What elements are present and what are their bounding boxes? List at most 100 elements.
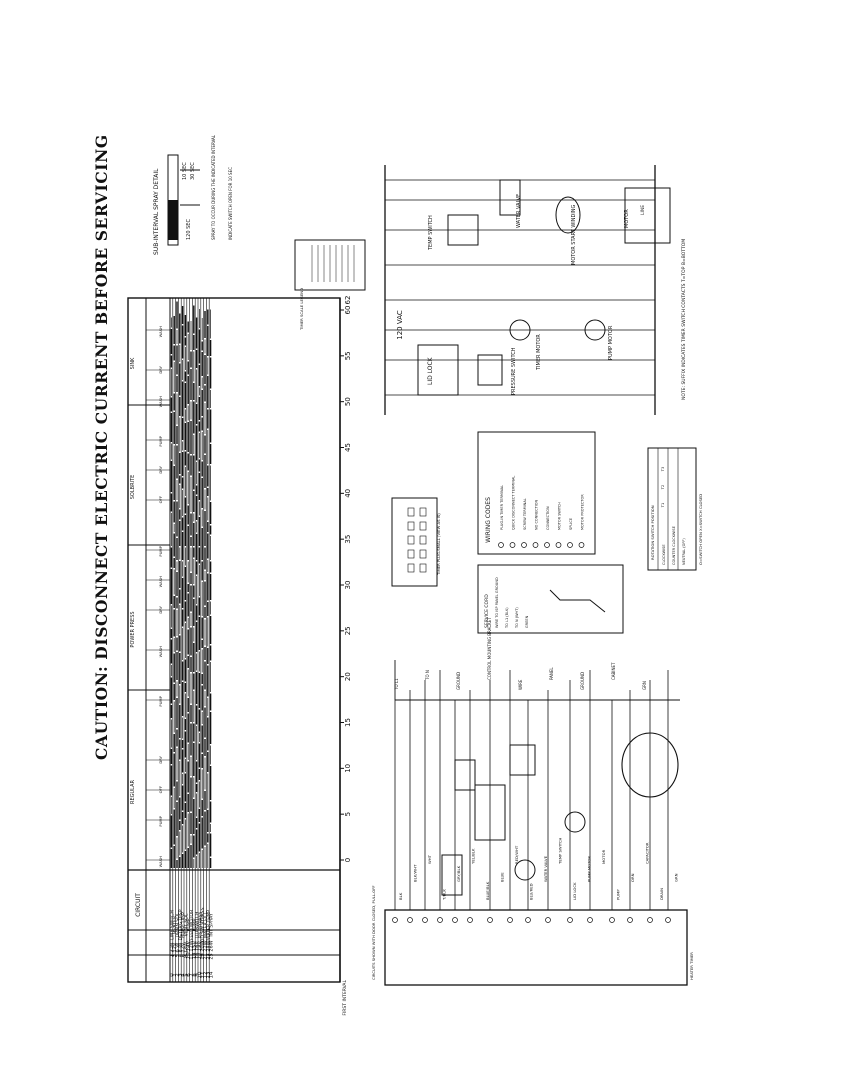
circuit-row-name: FEED MOTOR: [189, 909, 195, 940]
timer-terminal: [665, 917, 671, 923]
timing-bar-closed: [170, 461, 173, 492]
timing-bar-closed: [209, 574, 212, 600]
wire-color-label: WATER VALVE: [543, 855, 548, 882]
wire-color-label: YEL/BLK: [471, 848, 476, 864]
circuit-row-number: 0: [169, 973, 175, 977]
timing-bar-closed: [195, 317, 198, 349]
timing-bar-closed: [201, 528, 203, 560]
timing-bar-closed: [207, 488, 209, 496]
timing-bar-closed: [198, 709, 201, 732]
timing-bar-closed: [170, 765, 173, 796]
timing-bar-closed: [195, 485, 198, 495]
motor-table-col: T1: [661, 503, 665, 508]
spray-time-2: 10 SEC: [182, 162, 188, 180]
timing-bar-closed: [187, 761, 189, 793]
timing-bar-closed: [204, 791, 206, 810]
timing-bar-closed: [170, 547, 173, 568]
temp-switch-component: [441, 854, 463, 896]
timing-bar-closed: [195, 818, 198, 828]
timing-bar-closed: [207, 602, 209, 616]
wiring-top-label: WIRE: [518, 679, 523, 690]
timer-terminal: [627, 917, 633, 923]
wiring-code-item: NO CONNECTION: [535, 499, 539, 530]
timing-bar-closed: [176, 445, 178, 479]
timing-bar-closed: [181, 854, 184, 868]
wire-color-label: PUMP MOTOR: [587, 856, 592, 882]
timer-plug-pin: [407, 535, 415, 545]
timing-bar-closed: [184, 315, 187, 336]
timer-plug-pin: [419, 563, 427, 573]
circuit-row-number: 1: [172, 973, 178, 977]
timing-bar-closed: [204, 811, 206, 846]
timing-bar-closed: [195, 622, 198, 652]
timing-bar-closed: [170, 493, 173, 512]
circuit-row-code: 21 22W: [203, 940, 209, 959]
pressure-switch-component: [474, 784, 506, 841]
pressure-switch-label: PRESSURE SWITCH: [511, 347, 517, 395]
timing-bar-closed: [190, 537, 192, 546]
timing-bar-closed: [198, 365, 201, 386]
motor-table-row: CLOCKWISE: [662, 544, 666, 565]
timing-bar-closed: [170, 815, 173, 848]
timing-bar-closed: [195, 404, 198, 424]
timer-terminal: [609, 917, 615, 923]
timing-bar-closed: [195, 784, 198, 792]
timing-bar-closed: [198, 743, 201, 768]
timing-bar-closed: [173, 466, 175, 500]
timing-bar-closed: [181, 609, 184, 627]
water-valve-label: WATER VALVE: [516, 194, 522, 228]
wiring-code-item: QUICK DISCONNECT TERMINAL: [512, 476, 516, 530]
circuit-row-code: 6 12V: [181, 942, 187, 957]
timing-bar-closed: [204, 355, 206, 384]
timing-bar-closed: [170, 705, 173, 718]
timer-terminal: [407, 917, 413, 923]
timing-bar-closed: [190, 351, 192, 368]
timing-bar-closed: [173, 412, 175, 444]
timing-bar-closed: [201, 725, 203, 753]
scale-number: 0: [344, 858, 352, 862]
timing-bar-closed: [184, 515, 187, 546]
timing-bar-closed: [190, 513, 192, 536]
service-cord-wire: [549, 589, 606, 613]
wire-color-label: RED/WHT: [514, 845, 519, 864]
timer-plug-pin: [419, 549, 427, 559]
timing-bar-closed: [179, 453, 181, 474]
scale-number: 15: [344, 718, 352, 727]
timing-bar-closed: [198, 473, 201, 500]
timing-bar-closed: [195, 605, 198, 621]
timing-bar-closed: [179, 509, 181, 520]
circuit-row-name: LID SW BYPASS: [200, 907, 206, 942]
timer-terminal: [647, 917, 653, 923]
scale-number: 62: [344, 296, 352, 305]
timing-bar-closed: [198, 673, 201, 708]
timer-block-note: CIRCUITS SHOWN WITH DOOR CLOSED, PULL-OF…: [371, 885, 376, 980]
wiring-code-item: SPLICE: [569, 518, 573, 530]
pump-motor-component: [564, 811, 586, 833]
circuit-row-name: PUMP: [192, 918, 198, 931]
scale-number: 60: [344, 306, 352, 315]
timing-bar-closed: [209, 409, 212, 443]
timing-bar-closed: [170, 849, 173, 868]
scale-number: 40: [344, 489, 352, 498]
timing-bar-closed: [209, 340, 212, 356]
subcolumn-label: WASH: [158, 576, 163, 588]
timing-bar-closed: [204, 311, 206, 338]
timer-plug-pin: [407, 549, 415, 559]
circuit-row-code: 17 18V: [197, 941, 203, 959]
timing-bar-closed: [181, 532, 184, 560]
timing-bar-closed: [184, 803, 187, 818]
circuit-row-name: LID SWITCH: [195, 912, 201, 939]
timing-bar-closed: [184, 497, 187, 514]
timing-bar-closed: [170, 749, 173, 764]
timing-bar-closed: [181, 785, 184, 811]
timing-bar-closed: [179, 521, 181, 546]
circuit-row-code: 8 13W: [183, 942, 189, 958]
timing-bar-closed: [181, 517, 184, 531]
circuit-row-number: 13: [206, 971, 212, 978]
timing-bar-closed: [193, 305, 195, 334]
circuit-row-number: 2: [175, 973, 181, 977]
lid-lock-label: LID LOCK: [427, 356, 434, 385]
timing-bar-closed: [209, 616, 212, 644]
scale-number: 45: [344, 443, 352, 452]
